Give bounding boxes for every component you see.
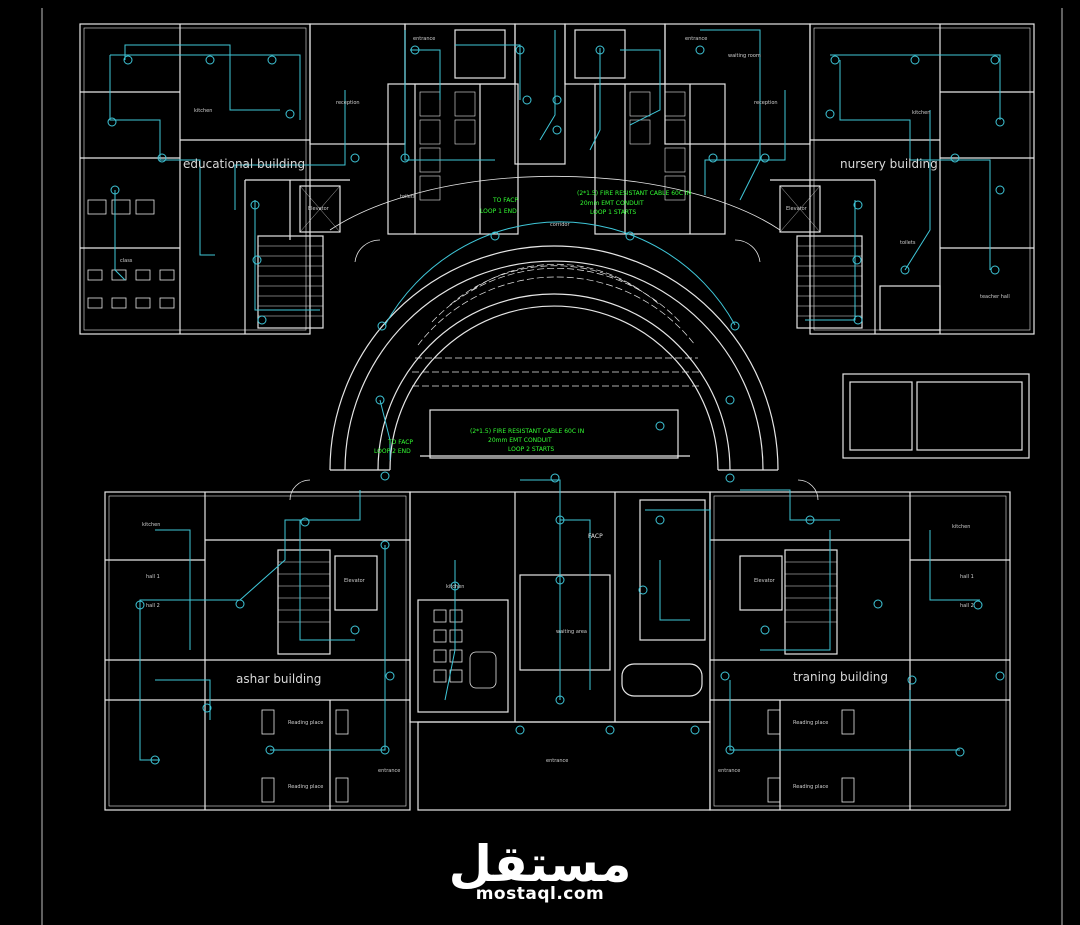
room-kitchen-r: kitchen: [912, 110, 930, 116]
room-entrance-tl: entrance: [413, 36, 435, 42]
top-block-walls: [79, 23, 1035, 335]
annotation-mid-3: LOOP 2 STARTS: [508, 446, 554, 453]
room-corridor: corridor: [550, 222, 570, 228]
room-elevator-bl: Elevator: [344, 578, 366, 584]
room-entrance-br: entrance: [718, 768, 740, 774]
label-educational-building: educational building: [183, 157, 305, 171]
room-reception-l: reception: [336, 100, 360, 106]
room-teacher-hall: teacher hall: [980, 294, 1010, 300]
room-entrance-bottom: entrance: [546, 758, 568, 764]
room-entrance-bl: entrance: [378, 768, 400, 774]
class-desks: [87, 199, 175, 309]
label-training-building: traning building: [793, 670, 888, 684]
annotation-top-right-2: 20mm EMT CONDUIT: [580, 200, 644, 207]
annotation-mid-1: (2*1.5) FIRE RESISTANT CABLE 60C IN: [470, 428, 584, 435]
smoke-detectors: [107, 45, 1005, 765]
room-reading-1: Reading place: [288, 720, 323, 726]
watermark-latin: mostaql.com: [475, 884, 605, 904]
watermark-arabic: مستقل: [448, 835, 632, 893]
room-kitchen-center: kitchen: [446, 584, 464, 590]
room-kitchen-br: kitchen: [952, 524, 970, 530]
room-elevator-tl: Elevator: [308, 206, 330, 212]
label-nursery-building: nursery building: [840, 157, 938, 171]
auditorium: [289, 175, 819, 501]
room-kitchen-bl: kitchen: [142, 522, 160, 528]
room-hall1-l: hall 1: [146, 574, 160, 580]
annotation-mid-2: 20mm EMT CONDUIT: [488, 437, 552, 444]
room-labels: entrance entrance waiting room reception…: [120, 36, 1010, 790]
bottom-block-walls: [104, 491, 1011, 811]
room-reading-2: Reading place: [288, 784, 323, 790]
label-ashar-building: ashar building: [236, 672, 321, 686]
room-entrance-tr: entrance: [685, 36, 707, 42]
room-reception-r: reception: [754, 100, 778, 106]
annotation-mid-left-1: TO FACP: [387, 439, 413, 446]
room-toilets-r: toilets: [900, 240, 916, 246]
fire-alarm-loops: [109, 29, 1001, 761]
room-hall1-r: hall 1: [960, 574, 974, 580]
room-facp: FACP: [588, 533, 603, 540]
room-elevator-br: Elevator: [754, 578, 776, 584]
room-waiting: waiting room: [728, 53, 761, 59]
annotation-mid-left-2: LOOP 2 END: [374, 448, 411, 455]
building-labels: educational building nursery building as…: [183, 157, 938, 686]
room-elevator-tr: Elevator: [786, 206, 808, 212]
room-waiting-center: waiting area: [556, 629, 587, 635]
room-toilets-l: toilets: [400, 194, 416, 200]
room-reading-3: Reading place: [793, 720, 828, 726]
room-kitchen-l: kitchen: [194, 108, 212, 114]
annotation-top-right-3: LOOP 1 STARTS: [590, 209, 636, 216]
annotation-top-left-1: TO FACP: [492, 197, 518, 204]
room-hall2-r: hall 2: [960, 603, 974, 609]
cable-annotations: TO FACP LOOP 1 END (2*1.5) FIRE RESISTAN…: [374, 190, 691, 455]
annotation-top-right-1: (2*1.5) FIRE RESISTANT CABLE 60C IN: [577, 190, 691, 197]
annotation-top-left-2: LOOP 1 END: [480, 208, 517, 215]
room-hall2-l: hall 2: [146, 603, 160, 609]
room-class: class: [120, 258, 133, 264]
drawing-frame: [41, 8, 1063, 925]
room-reading-4: Reading place: [793, 784, 828, 790]
side-block: [842, 373, 1030, 459]
